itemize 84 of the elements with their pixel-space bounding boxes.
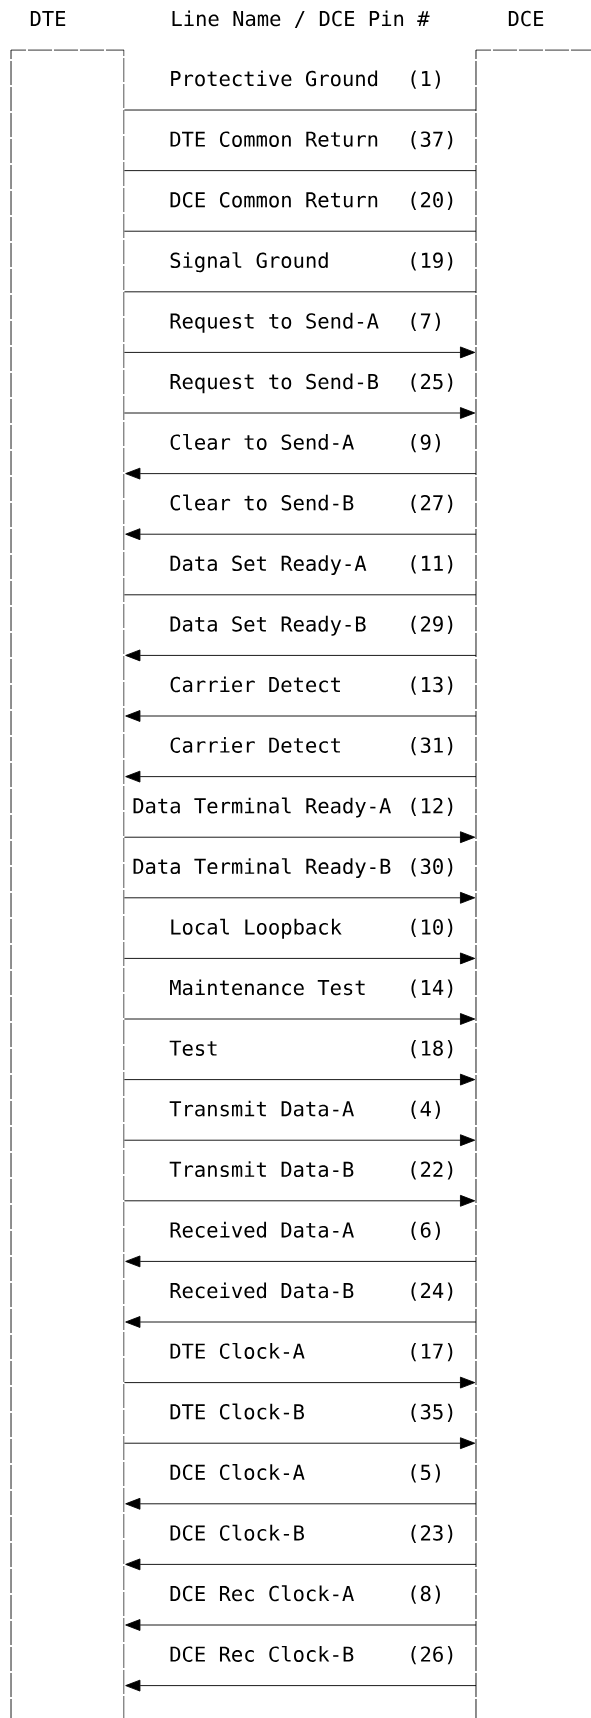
pin-number: (7) — [411, 312, 440, 332]
pin-number: (12) — [411, 797, 453, 816]
line-name: Signal Ground — [168, 251, 331, 274]
signal-line — [125, 710, 477, 722]
signal-line — [123, 891, 476, 904]
signal-line — [125, 1255, 477, 1268]
line-name: Carrier Detect — [168, 675, 343, 694]
line-name: Clear to Send-B — [168, 493, 356, 512]
pin-number: (29) — [411, 615, 453, 635]
line-name: Clear to Send-A — [168, 432, 356, 451]
signal-line — [125, 1316, 477, 1328]
pin-number: (9) — [411, 434, 440, 453]
pin-number: (10) — [411, 918, 453, 938]
pin-number: (31) — [411, 737, 453, 756]
pin-number: (30) — [411, 858, 453, 877]
pin-number: (17) — [411, 1343, 453, 1362]
pin-number: (14) — [411, 979, 453, 998]
signal-line — [125, 1558, 477, 1571]
line-name: Test — [168, 1039, 220, 1057]
signal-line — [123, 230, 477, 232]
pin-number: (26) — [411, 1646, 453, 1665]
line-name: Protective Ground — [168, 69, 380, 88]
line-name: Received Data-A — [168, 1220, 356, 1239]
signal-line — [125, 1679, 477, 1692]
pin-number: (22) — [411, 1161, 453, 1180]
line-name: Data Terminal Ready-A — [131, 796, 393, 819]
line-name: Data Set Ready-A — [168, 554, 368, 577]
pin-number: (18) — [411, 1040, 453, 1059]
signal-line — [123, 407, 476, 419]
signal-line — [123, 1437, 476, 1450]
signal-line — [123, 1376, 476, 1389]
line-name: DCE Rec Clock-B — [168, 1644, 356, 1663]
line-name: DTE Clock-A — [168, 1341, 306, 1360]
pin-number: (23) — [411, 1524, 453, 1544]
signal-line — [123, 1134, 476, 1147]
signal-line — [123, 1073, 476, 1086]
line-name: Transmit Data-B — [168, 1160, 356, 1179]
pin-number: (1) — [411, 70, 440, 89]
line-name: Maintenance Test — [168, 978, 368, 997]
line-name: DCE Common Return — [168, 191, 380, 209]
pin-number: (5) — [411, 1464, 440, 1483]
line-name: Received Data-B — [168, 1281, 356, 1300]
signal-line — [123, 109, 477, 111]
pin-number: (35) — [411, 1403, 453, 1422]
signal-line — [123, 1194, 476, 1207]
pin-number: (24) — [411, 1282, 453, 1301]
signal-line — [125, 649, 477, 662]
line-name: Carrier Detect — [168, 736, 343, 754]
signal-line — [125, 467, 477, 480]
pin-number: (27) — [411, 494, 453, 513]
line-name: DTE Common Return — [168, 130, 380, 148]
signal-line — [123, 346, 476, 359]
line-name: Request to Send-B — [168, 372, 380, 395]
signal-line — [125, 770, 477, 783]
pin-number: (11) — [411, 555, 453, 574]
device-box: DTE — [10, 11, 125, 1718]
signal-line — [125, 1497, 477, 1510]
pin-number: (13) — [411, 676, 453, 695]
line-name: DCE Rec Clock-A — [168, 1584, 356, 1603]
pin-number: (20) — [411, 191, 453, 210]
line-name: Data Set Ready-B — [168, 614, 368, 637]
signal-line — [125, 1619, 477, 1631]
pin-number: (8) — [411, 1585, 440, 1604]
pin-number: (19) — [411, 252, 453, 271]
line-name: DCE Clock-B — [168, 1523, 306, 1542]
signal-line — [123, 952, 476, 965]
pin-number: (6) — [411, 1221, 440, 1241]
line-name: Request to Send-A — [168, 311, 380, 334]
signal-line — [123, 831, 476, 844]
signal-line — [123, 594, 477, 596]
line-name: DTE Clock-B — [168, 1402, 306, 1421]
line-name: Local Loopback — [168, 917, 343, 940]
device-box: DCE — [475, 10, 591, 1718]
line-name: Data Terminal Ready-B — [131, 857, 393, 880]
signal-line — [125, 528, 477, 541]
signal-line — [123, 170, 477, 172]
signal-line — [123, 1013, 476, 1025]
pin-number: (4) — [411, 1100, 440, 1119]
signal-line — [123, 291, 477, 293]
line-name: Transmit Data-A — [168, 1099, 356, 1118]
line-name: DCE Clock-A — [168, 1463, 306, 1482]
pin-number: (37) — [411, 131, 453, 150]
column-heading: Line Name / DCE Pin # — [172, 10, 430, 28]
pin-number: (25) — [411, 373, 453, 392]
